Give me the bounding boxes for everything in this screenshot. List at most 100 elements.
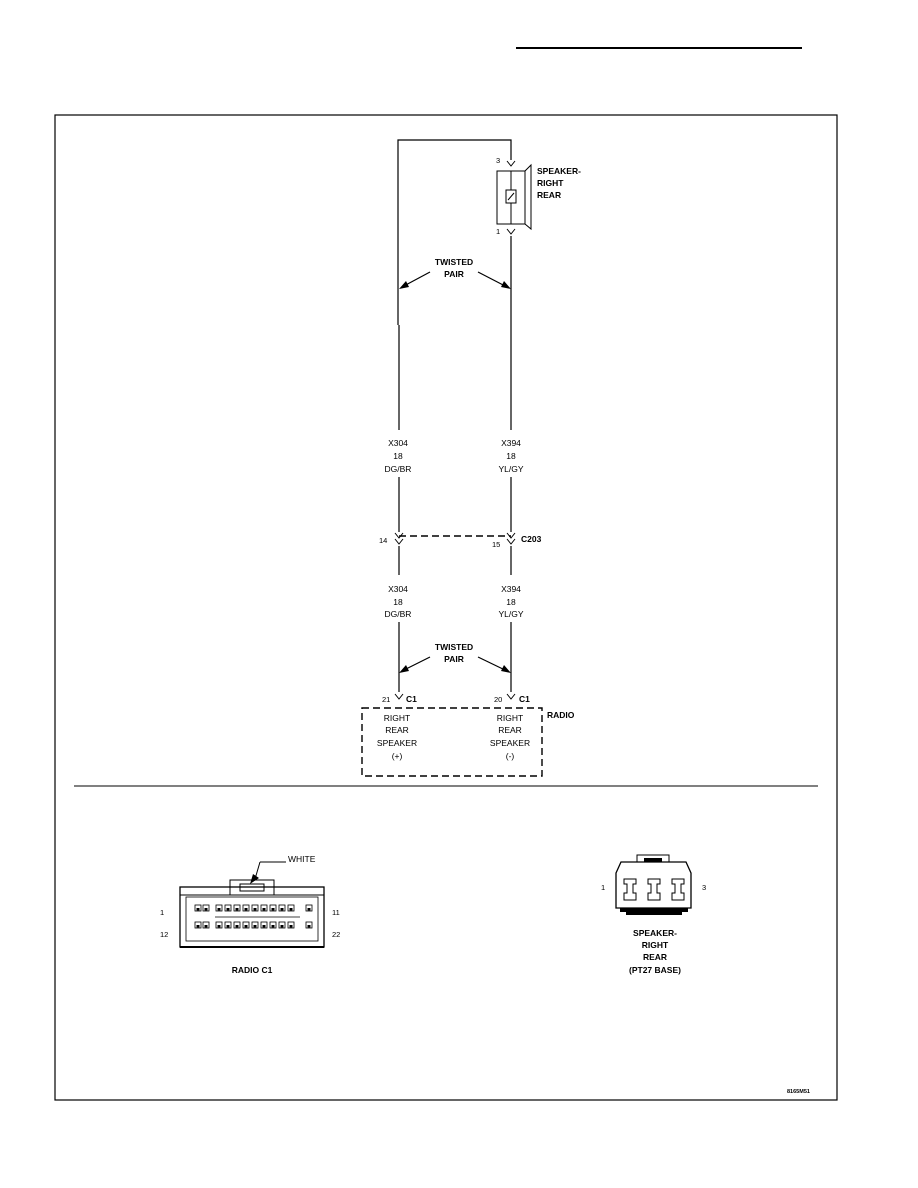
pin-cavity [202, 904, 210, 912]
pin-terminal [289, 908, 293, 911]
pin-terminal [253, 925, 257, 928]
twisted-pair-arrows-bottom [399, 656, 511, 673]
pin-cavity [233, 904, 241, 912]
pin-chevron-icon [506, 693, 516, 700]
pin-terminal [253, 908, 257, 911]
speaker-conn-caption: REAR [643, 952, 667, 962]
pin-cavity [224, 921, 232, 929]
radio-title: RADIO [547, 710, 575, 720]
figure-id: 8165M51 [787, 1089, 810, 1095]
pin-chevron-icon [506, 160, 516, 167]
pin-terminal [289, 925, 293, 928]
speaker-pin-top: 3 [496, 156, 500, 165]
speaker-conn-caption: SPEAKER- [633, 928, 677, 938]
pin-cavity [194, 904, 202, 912]
pin-terminal [307, 908, 311, 911]
c203-connector-name: C203 [521, 534, 542, 544]
radio-pin-left: 21 [382, 695, 390, 704]
pin-terminal [196, 908, 200, 911]
radio-c1-pin-label: 22 [332, 930, 340, 939]
radio-c1-pin-array [194, 904, 313, 929]
radio-pin-function: SPEAKER [377, 738, 417, 748]
wire-gauge-label: 18 [506, 451, 516, 461]
wire-circuit-label: X304 [388, 438, 408, 448]
pin-terminal [226, 908, 230, 911]
radio-c1-pin-label: 12 [160, 930, 168, 939]
pin-terminal [217, 925, 221, 928]
radio-pin-polarity: (+) [392, 751, 403, 761]
radio-pin-function: REAR [498, 725, 522, 735]
wire-gauge-label: 18 [506, 597, 516, 607]
radio-conn-left: C1 [406, 694, 417, 704]
speaker-symbol [496, 163, 532, 231]
pin-cavity [278, 904, 286, 912]
pin-terminal [244, 908, 248, 911]
pin-terminal [244, 925, 248, 928]
pin-cavity [269, 921, 277, 929]
twisted-pair-label: PAIR [444, 654, 464, 664]
wire-loop-top [397, 139, 512, 325]
diagram-frame [54, 114, 838, 1101]
c203-connector-symbol [394, 532, 516, 545]
wire-gauge-label: 18 [393, 597, 403, 607]
pin-cavity [251, 904, 259, 912]
pin-cavity [260, 921, 268, 929]
pin-terminal [217, 908, 221, 911]
pin-terminal [280, 908, 284, 911]
radio-c1-pin-label: 1 [160, 908, 164, 917]
wire-color-label: DG/BR [385, 609, 412, 619]
wire-gauge-label: 18 [393, 451, 403, 461]
pin-cavity [305, 921, 313, 929]
radio-pin-function: SPEAKER [490, 738, 530, 748]
pin-terminal [280, 925, 284, 928]
speaker-connector-face [615, 854, 692, 915]
pin-cavity [242, 904, 250, 912]
pin-terminal [235, 925, 239, 928]
wire-circuit-label: X394 [501, 438, 521, 448]
speaker-conn-caption: (PT27 BASE) [629, 965, 681, 975]
speaker-title-line: REAR [537, 190, 561, 200]
pin-terminal [204, 925, 208, 928]
pin-chevron-icon [394, 693, 404, 700]
radio-pin-function: RIGHT [384, 713, 410, 723]
pin-cavity [202, 921, 210, 929]
pin-cavity [194, 921, 202, 929]
pin-terminal [262, 925, 266, 928]
radio-component-box [361, 707, 543, 777]
pin-cavity [269, 904, 277, 912]
pin-terminal [307, 925, 311, 928]
pin-cavity [224, 904, 232, 912]
radio-c1-color-label: WHITE [288, 854, 316, 864]
pin-cavity [305, 904, 313, 912]
pin-cavity [215, 921, 223, 929]
pin-terminal [196, 925, 200, 928]
pin-terminal [226, 925, 230, 928]
pin-cavity [215, 904, 223, 912]
radio-pin-function: REAR [385, 725, 409, 735]
pin-cavity [287, 921, 295, 929]
speaker-title-line: SPEAKER- [537, 166, 581, 176]
radio-pin-function: RIGHT [497, 713, 523, 723]
pin-cavity [287, 904, 295, 912]
speaker-conn-pin-right: 3 [702, 883, 706, 892]
pin-terminal [271, 908, 275, 911]
pin-cavity [242, 921, 250, 929]
pin-cavity [278, 921, 286, 929]
pin-chevron-icon [506, 228, 516, 235]
radio-c1-pin-label: 11 [332, 908, 340, 917]
pin-terminal [271, 925, 275, 928]
speaker-title-line: RIGHT [537, 178, 564, 188]
radio-c1-connector-face [179, 861, 325, 948]
pin-cavity [251, 921, 259, 929]
radio-c1-caption: RADIO C1 [232, 965, 273, 975]
twisted-pair-label: TWISTED [435, 257, 473, 267]
wire-circuit-label: X304 [388, 584, 408, 594]
radio-pin-right: 20 [494, 695, 502, 704]
wire-color-label: DG/BR [385, 464, 412, 474]
c203-pin-right: 15 [492, 540, 500, 549]
radio-conn-right: C1 [519, 694, 530, 704]
radio-pin-polarity: (-) [506, 751, 515, 761]
pin-cavity [233, 921, 241, 929]
wire-color-label: YL/GY [498, 464, 523, 474]
